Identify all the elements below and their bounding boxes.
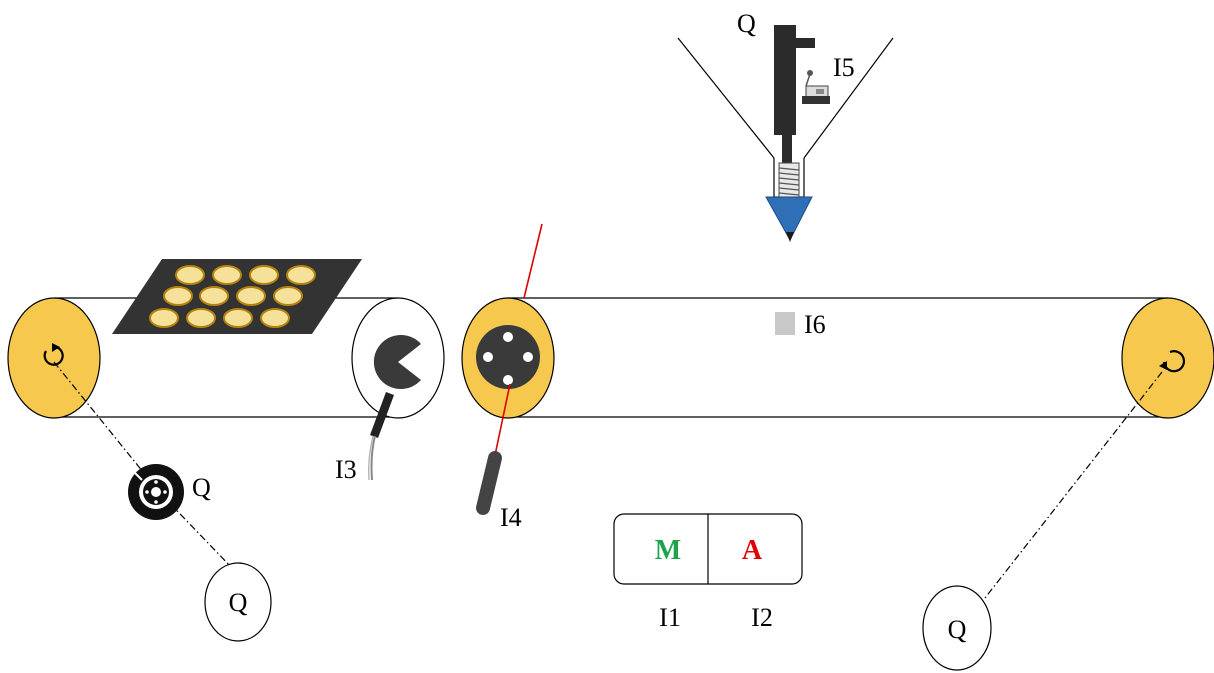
product-disc	[199, 286, 229, 306]
auto-button[interactable]: A	[709, 515, 801, 583]
photo-sensor-icon	[476, 451, 502, 515]
product-tray	[112, 259, 362, 334]
product-disc	[236, 286, 266, 306]
right-drive-roller	[1121, 297, 1214, 419]
product-disc	[186, 308, 216, 328]
label-i6: I6	[804, 310, 826, 339]
product-disc	[249, 265, 279, 285]
product-disc	[175, 265, 205, 285]
label-i1: I1	[659, 603, 681, 632]
encoder-disc-icon	[476, 325, 540, 389]
label-q-left-circle: Q	[229, 588, 248, 617]
right-motor-circle	[922, 585, 992, 671]
limit-switch-icon	[802, 70, 830, 104]
left-conveyor	[7, 297, 445, 419]
label-i3: I3	[335, 455, 357, 484]
product-disc	[273, 286, 303, 306]
right-conveyor	[461, 297, 1214, 419]
dispensing-cylinder-icon	[765, 25, 815, 242]
product-disc	[212, 265, 242, 285]
auto-button-label: A	[742, 535, 763, 566]
pacman-cam-icon	[373, 335, 421, 390]
inductive-sensor-icon	[368, 392, 394, 481]
label-q-top: Q	[737, 9, 756, 38]
label-i4: I4	[500, 503, 522, 532]
sensor-i6-marker	[775, 312, 795, 335]
brake-disc-icon	[128, 464, 184, 520]
manual-button[interactable]: M	[615, 515, 707, 583]
mode-selector	[613, 513, 803, 585]
product-disc	[260, 308, 290, 328]
label-i5: I5	[833, 53, 855, 82]
product-disc	[149, 308, 179, 328]
product-disc	[163, 286, 193, 306]
rotation-arrow-icon	[1159, 350, 1186, 373]
label-q-left-motor: Q	[192, 473, 211, 502]
left-motor-circle	[204, 562, 272, 642]
label-i2: I2	[751, 603, 773, 632]
right-drive-chain	[984, 371, 1163, 599]
manual-button-label: M	[655, 535, 681, 566]
product-disc	[286, 265, 316, 285]
product-disc	[223, 308, 253, 328]
label-q-right-circle: Q	[948, 615, 967, 644]
left-drive-roller	[7, 297, 101, 419]
laser-beam	[493, 223, 543, 461]
rotation-arrow-icon	[43, 343, 64, 366]
product-discs	[149, 265, 316, 328]
